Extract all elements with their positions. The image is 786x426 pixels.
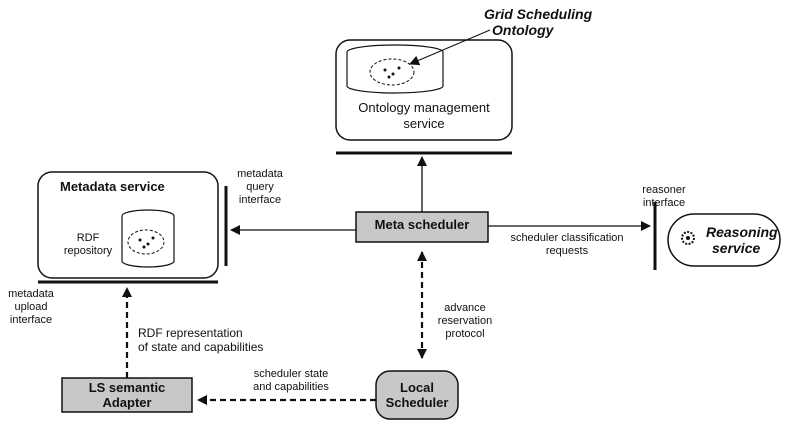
rdf-representation-line1: RDF representation [138, 326, 243, 340]
meta-scheduler-label: Meta scheduler [374, 217, 470, 232]
rdf-repository-line1: RDF [76, 232, 100, 244]
local-scheduler-label: Local Scheduler [376, 380, 458, 410]
reasoning-service-label: Reasoning service [706, 224, 778, 256]
gear-icon [681, 231, 695, 245]
ls-adapter-label: LS semantic Adapter [62, 380, 192, 410]
state-capabilities-line2: and capabilities [253, 381, 329, 393]
metadata-query-line1: metadata [237, 168, 283, 180]
local-scheduler-line2: Scheduler [385, 395, 449, 410]
rdf-repository-label: RDF repository [60, 232, 116, 258]
metadata-query-interface-label: metadata query interface [228, 168, 292, 207]
reasoner-interface-line2: interface [642, 197, 686, 209]
metadata-upload-line2: upload [14, 301, 48, 313]
rdf-repository-line2: repository [63, 245, 113, 257]
local-scheduler-line1: Local [400, 380, 434, 395]
ontology-service-line1: Ontology management [358, 100, 490, 115]
metadata-query-line2: query [246, 181, 274, 193]
ontology-database-icon [346, 44, 444, 94]
metadata-service-title: Metadata service [60, 179, 165, 194]
ontology-caption: Grid Scheduling Ontology [484, 6, 592, 38]
metadata-upload-line3: interface [9, 314, 53, 326]
state-capabilities-line1: scheduler state [253, 368, 329, 380]
rdf-repository-icon [121, 209, 175, 268]
rdf-representation-line2: of state and capabilities [138, 340, 264, 354]
advance-reservation-line3: protocol [445, 328, 485, 340]
classification-line1: scheduler classification [510, 232, 624, 244]
metadata-upload-line1: metadata [8, 288, 54, 300]
classification-requests-label: scheduler classification requests [492, 232, 642, 258]
advance-reservation-label: advance reservation protocol [430, 302, 500, 341]
reasoner-interface-label: reasoner interface [634, 184, 694, 210]
metadata-query-line3: interface [238, 194, 282, 206]
classification-line2: requests [545, 245, 589, 257]
metadata-upload-interface-label: metadata upload interface [2, 288, 60, 327]
ontology-caption-line2: Ontology [492, 22, 554, 38]
advance-reservation-line1: advance [444, 302, 486, 314]
ontology-caption-line1: Grid Scheduling [484, 6, 593, 22]
reasoner-interface-line1: reasoner [642, 184, 686, 196]
ontology-service-label: Ontology management service [336, 100, 512, 132]
ontology-service-line2: service [403, 116, 445, 131]
ls-adapter-line2: Adapter [102, 395, 152, 410]
rdf-representation-label: RDF representation of state and capabili… [138, 326, 263, 354]
ontology-caption-pointer [409, 29, 491, 66]
ls-adapter-box [61, 377, 193, 413]
reasoning-service-line2: service [712, 240, 761, 256]
advance-reservation-line2: reservation [437, 315, 493, 327]
state-capabilities-label: scheduler state and capabilities [226, 368, 356, 394]
reasoning-service-line1: Reasoning [706, 224, 778, 240]
local-scheduler-box [375, 370, 459, 420]
ls-adapter-line1: LS semantic [88, 380, 166, 395]
reasoning-service-box [667, 213, 781, 267]
